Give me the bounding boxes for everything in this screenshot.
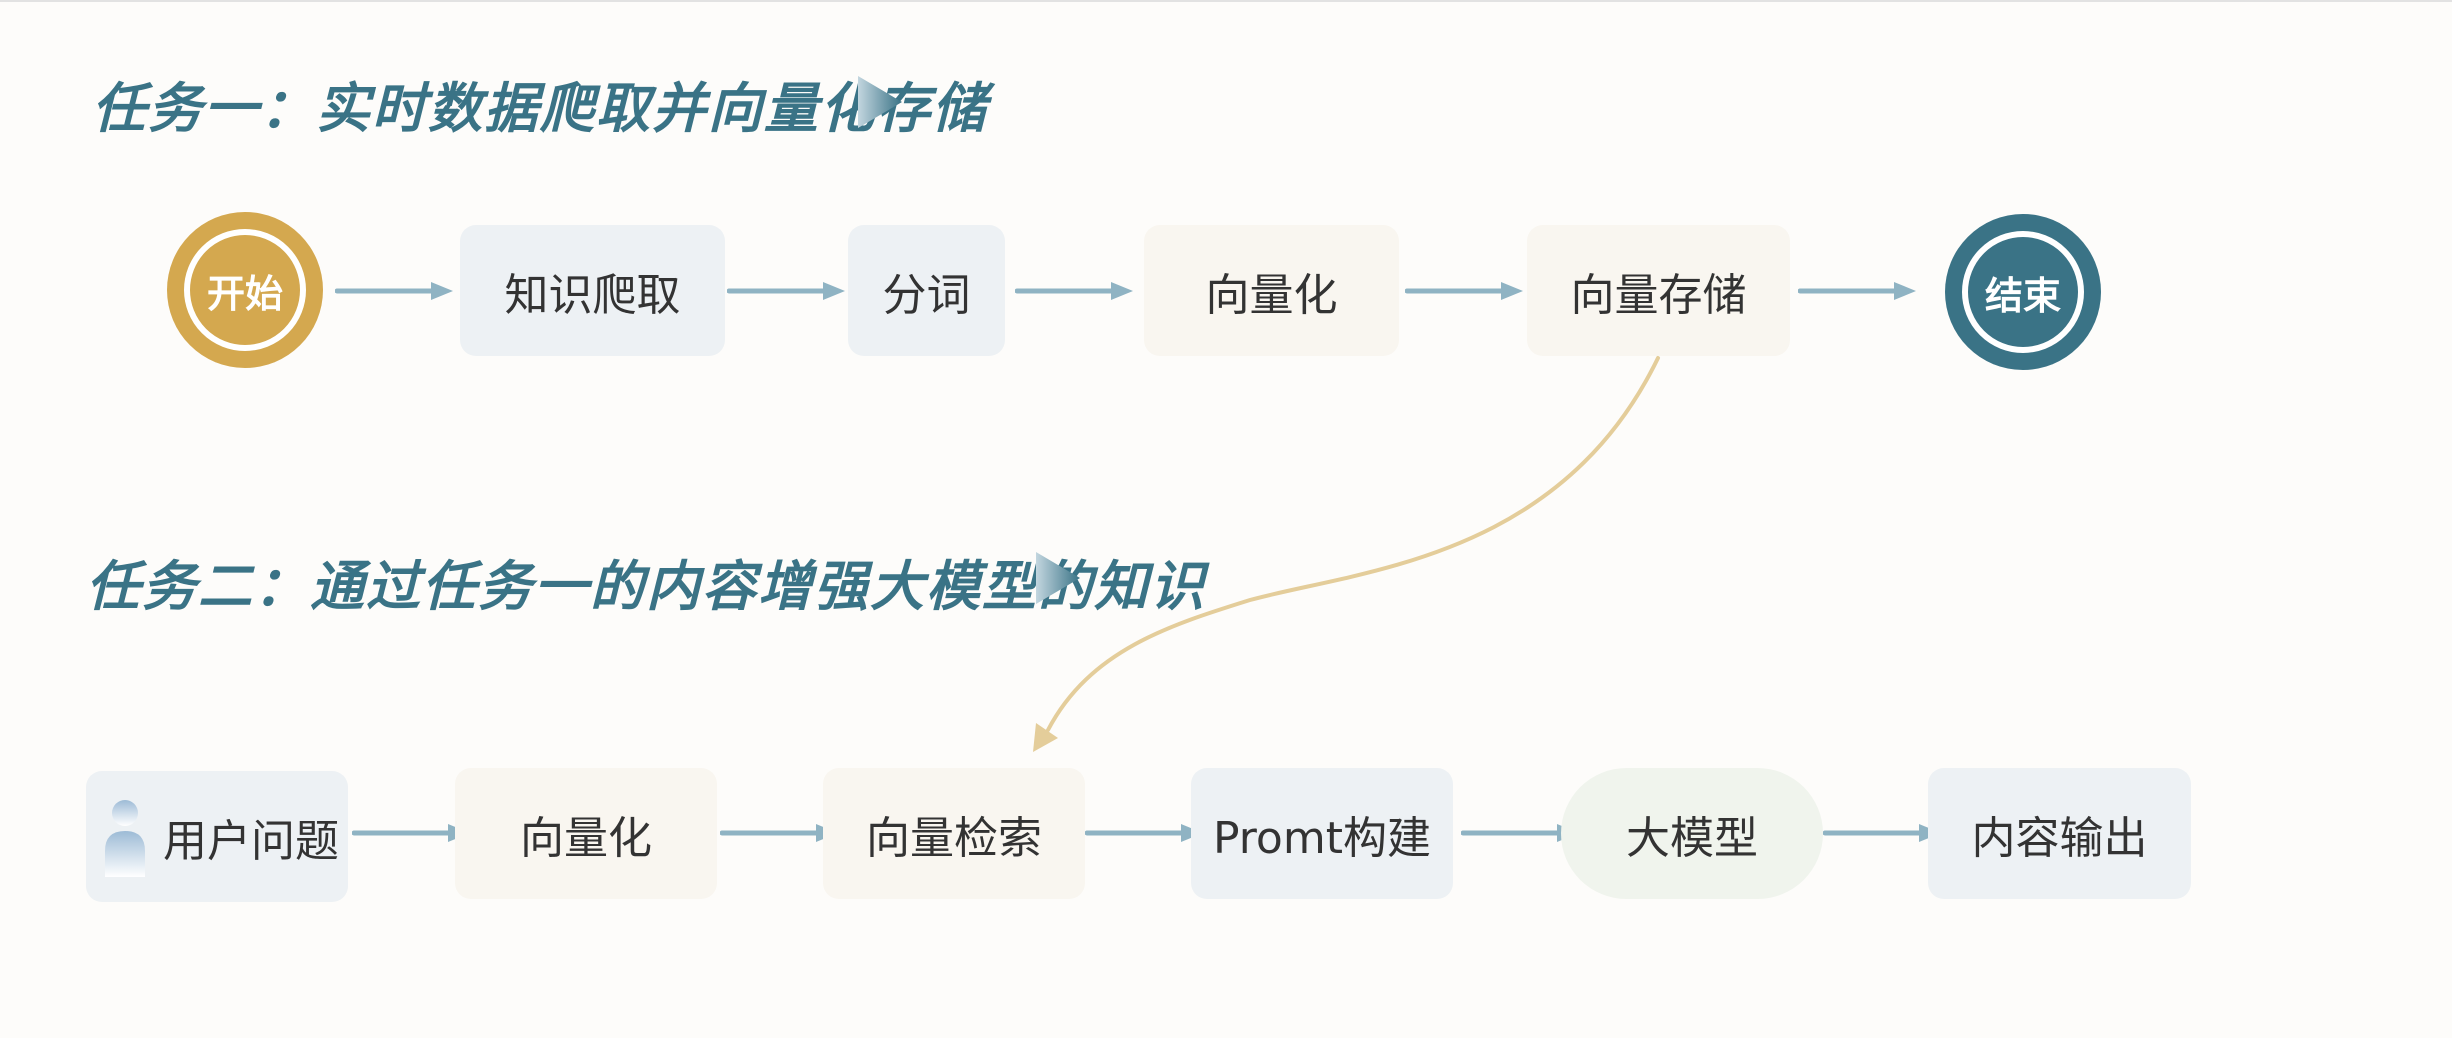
step-vector-retrieval: 向量检索 [823,768,1085,899]
title-1-play-triangle-icon [858,76,902,128]
step-prompt-build: Promt构建 [1191,768,1453,899]
step-label: 大模型 [1626,812,1758,864]
start-label: 开始 [184,229,306,351]
step-knowledge-crawl: 知识爬取 [460,225,725,356]
step-vectorize-query: 向量化 [455,768,717,899]
arrow-right-icon [1085,824,1203,842]
step-vectorize: 向量化 [1144,225,1399,356]
step-vector-store: 向量存储 [1527,225,1790,356]
end-label: 结束 [1962,231,2084,353]
start-node: 开始 [167,212,323,368]
step-label: 知识爬取 [504,269,681,321]
arrow-right-icon [1798,282,1916,300]
step-label: 分词 [882,269,971,321]
arrow-right-icon [727,282,845,300]
step-user-question: 用户问题 [86,771,348,902]
end-node: 结束 [1945,214,2101,370]
step-label: 向量化 [1205,269,1338,321]
arrow-right-icon [1015,282,1133,300]
step-content-output: 内容输出 [1928,768,2191,899]
section-1-title: 任务一：实时数据爬取并向量化存储 [92,77,988,140]
arrow-right-icon [335,282,453,300]
step-label: 用户问题 [163,815,339,867]
step-label: 向量存储 [1570,269,1747,321]
step-llm: 大模型 [1561,768,1823,899]
arrow-right-icon [1405,282,1523,300]
step-label: 向量化 [520,812,652,864]
step-tokenize: 分词 [848,225,1005,356]
top-divider [0,0,2452,2]
user-icon [105,800,145,877]
step-label: 向量检索 [866,812,1042,864]
arrow-right-icon [1823,824,1941,842]
title-2-play-triangle-icon [1036,552,1080,604]
arrow-right-icon [720,824,838,842]
step-label: Promt构建 [1213,812,1431,864]
arrow-right-icon [352,824,470,842]
step-label: 内容输出 [1971,812,2148,864]
section-2-title: 任务二：通过任务一的内容增强大模型的知识 [86,555,1206,618]
